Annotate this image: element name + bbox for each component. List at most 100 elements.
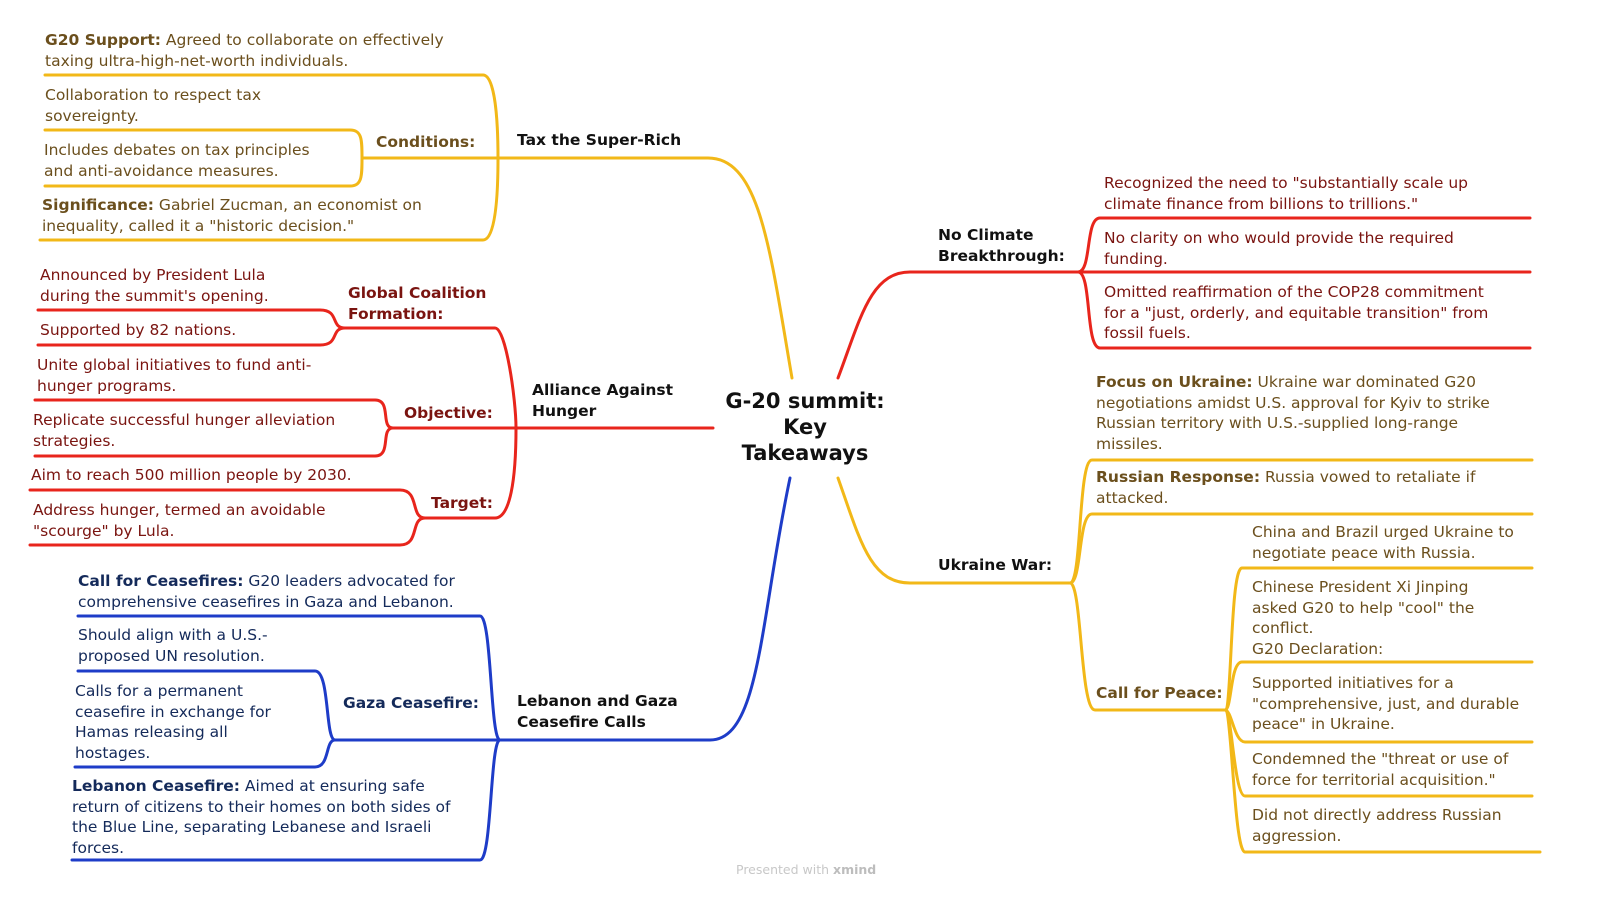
peace-2-line3: conflict. xyxy=(1252,619,1314,637)
ceasefire-call-label: Call for Ceasefires: xyxy=(78,572,244,590)
climate-3-line2: for a "just, orderly, and equitable tran… xyxy=(1104,303,1489,322)
climate-3-line3: fossil fuels. xyxy=(1104,324,1191,342)
peace-item-3[interactable]: Supported initiatives for a "comprehensi… xyxy=(1252,673,1519,735)
hunger-coalition-line2: Formation: xyxy=(348,304,444,323)
tax-condition-2[interactable]: Includes debates on tax principles and a… xyxy=(44,140,310,181)
climate-title-line1: No Climate xyxy=(938,226,1034,244)
gaza-1-line2: proposed UN resolution. xyxy=(78,646,265,665)
topic-ukraine-war[interactable]: Ukraine War: xyxy=(938,556,1053,574)
hunger-tgt-2-line1: Address hunger, termed an avoidable xyxy=(33,501,326,519)
climate-1-line1: Recognized the need to "substantially sc… xyxy=(1104,174,1469,192)
topic-ceasefire-calls[interactable]: Lebanon and Gaza Ceasefire Calls xyxy=(517,691,678,732)
peace-3-line2: "comprehensive, just, and durable xyxy=(1252,694,1520,713)
tax-g20-support[interactable]: G20 Support: Agreed to collaborate on ef… xyxy=(45,30,444,71)
topic-alliance-hunger[interactable]: Alliance Against Hunger xyxy=(532,380,673,421)
tax-condition-2-line2: and anti-avoidance measures. xyxy=(44,161,279,180)
peace-4-line1: Condemned the "threat or use of xyxy=(1252,750,1509,768)
ceasefire-branch-lines xyxy=(70,476,792,862)
peace-1-line2: negotiate peace with Russia. xyxy=(1252,543,1476,562)
hunger-obj-1-line2: hunger programs. xyxy=(37,376,177,395)
tax-g20-label: G20 Support: xyxy=(45,31,161,49)
ceasefire-call[interactable]: Call for Ceasefires: G20 leaders advocat… xyxy=(78,571,455,612)
climate-1-line2: climate finance from billions to trillio… xyxy=(1104,194,1419,213)
peace-item-2[interactable]: Chinese President Xi Jinping asked G20 t… xyxy=(1252,577,1474,659)
peace-2-line1: Chinese President Xi Jinping xyxy=(1252,578,1469,596)
footer-prefix: Presented with xyxy=(736,862,833,877)
tax-condition-1-line2: sovereignty. xyxy=(45,106,139,125)
hunger-obj-2-line1: Replicate successful hunger alleviation xyxy=(33,411,336,429)
ukraine-response-text-1: Russia vowed to retaliate if xyxy=(1260,468,1476,486)
central-topic[interactable]: G-20 summit: Key Takeaways xyxy=(722,388,888,466)
ukraine-russian-response[interactable]: Russian Response: Russia vowed to retali… xyxy=(1096,467,1475,508)
peace-2-line2: asked G20 to help "cool" the xyxy=(1252,598,1475,617)
peace-3-line1: Supported initiatives for a xyxy=(1252,674,1454,692)
hunger-target-1[interactable]: Aim to reach 500 million people by 2030. xyxy=(31,466,352,484)
climate-3-line1: Omitted reaffirmation of the COP28 commi… xyxy=(1104,283,1484,301)
lebanon-text-2: return of citizens to their homes on bot… xyxy=(72,797,451,816)
topic-no-climate-breakthrough[interactable]: No Climate Breakthrough: xyxy=(938,225,1065,266)
ukraine-response-text-2: attacked. xyxy=(1096,488,1169,507)
hunger-target-topic[interactable]: Target: xyxy=(431,494,493,512)
ukraine-call-for-peace-topic[interactable]: Call for Peace: xyxy=(1096,684,1223,702)
peace-5-line2: aggression. xyxy=(1252,826,1342,845)
hunger-objective-2[interactable]: Replicate successful hunger alleviation … xyxy=(33,410,335,451)
hunger-coalition-topic[interactable]: Global Coalition Formation: xyxy=(348,283,486,324)
ceasefire-title-line1: Lebanon and Gaza xyxy=(517,692,678,710)
peace-2-line4: G20 Declaration: xyxy=(1252,639,1384,658)
gaza-2-line2: ceasefire in exchange for xyxy=(75,702,271,721)
gaza-2-line4: hostages. xyxy=(75,743,151,762)
climate-item-2[interactable]: No clarity on who would provide the requ… xyxy=(1104,228,1454,269)
hunger-objective-1[interactable]: Unite global initiatives to fund anti- h… xyxy=(37,355,311,396)
gaza-1-line1: Should align with a U.S.- xyxy=(78,626,268,644)
lebanon-ceasefire[interactable]: Lebanon Ceasefire: Aimed at ensuring saf… xyxy=(72,776,450,858)
ukraine-focus[interactable]: Focus on Ukraine: Ukraine war dominated … xyxy=(1096,372,1490,454)
gaza-2-line1: Calls for a permanent xyxy=(75,682,243,700)
ukraine-focus-text-4: missiles. xyxy=(1096,434,1163,453)
peace-1-line1: China and Brazil urged Ukraine to xyxy=(1252,523,1514,541)
gaza-ceasefire-2[interactable]: Calls for a permanent ceasefire in excha… xyxy=(75,681,271,763)
gaza-ceasefire-topic[interactable]: Gaza Ceasefire: xyxy=(343,694,479,712)
topic-tax-super-rich[interactable]: Tax the Super-Rich xyxy=(517,131,682,149)
tax-conditions-topic[interactable]: Conditions: xyxy=(376,133,476,151)
peace-5-line1: Did not directly address Russian xyxy=(1252,806,1502,824)
ukraine-response-label: Russian Response: xyxy=(1096,468,1261,486)
hunger-coalition-1[interactable]: Announced by President Lula during the s… xyxy=(40,265,269,306)
hunger-title-line1: Alliance Against xyxy=(532,381,674,399)
peace-item-4[interactable]: Condemned the "threat or use of force fo… xyxy=(1252,749,1508,790)
tax-significance[interactable]: Significance: Gabriel Zucman, an economi… xyxy=(42,195,422,236)
hunger-target-2[interactable]: Address hunger, termed an avoidable "sco… xyxy=(33,500,326,541)
ukraine-focus-label: Focus on Ukraine: xyxy=(1096,373,1253,391)
hunger-tgt-2-line2: "scourge" by Lula. xyxy=(33,521,175,540)
ukraine-focus-text-1: Ukraine war dominated G20 xyxy=(1252,373,1476,391)
ukraine-focus-text-2: negotiations amidst U.S. approval for Ky… xyxy=(1096,393,1490,412)
presented-with-watermark: Presented with xmind xyxy=(736,862,876,877)
climate-2-line2: funding. xyxy=(1104,249,1168,268)
hunger-coal-1-line2: during the summit's opening. xyxy=(40,286,269,305)
lebanon-text-1: Aimed at ensuring safe xyxy=(240,777,425,795)
hunger-obj-2-line2: strategies. xyxy=(33,431,116,450)
tax-significance-text: Gabriel Zucman, an economist on xyxy=(154,196,422,214)
gaza-ceasefire-1[interactable]: Should align with a U.S.- proposed UN re… xyxy=(78,625,268,666)
gaza-2-line3: Hamas releasing all xyxy=(75,723,228,741)
ceasefire-call-text-2: comprehensive ceasefires in Gaza and Leb… xyxy=(78,592,454,611)
peace-item-5[interactable]: Did not directly address Russian aggress… xyxy=(1252,805,1502,846)
tax-condition-1[interactable]: Collaboration to respect tax sovereignty… xyxy=(45,85,261,126)
hunger-obj-1-line1: Unite global initiatives to fund anti- xyxy=(37,356,312,374)
hunger-coalition-2[interactable]: Supported by 82 nations. xyxy=(40,321,237,339)
ceasefire-call-text: G20 leaders advocated for xyxy=(243,572,455,590)
hunger-objective-topic[interactable]: Objective: xyxy=(404,404,493,422)
peace-item-1[interactable]: China and Brazil urged Ukraine to negoti… xyxy=(1252,522,1514,563)
central-topic-line: G-20 summit: Key Takeaways xyxy=(725,389,885,465)
climate-item-3[interactable]: Omitted reaffirmation of the COP28 commi… xyxy=(1104,282,1488,344)
hunger-title-line2: Hunger xyxy=(532,401,597,420)
hunger-branch-lines xyxy=(28,308,715,547)
tax-significance-label: Significance: xyxy=(42,196,154,214)
peace-3-line3: peace" in Ukraine. xyxy=(1252,715,1395,733)
climate-item-1[interactable]: Recognized the need to "substantially sc… xyxy=(1104,173,1468,214)
ukraine-branch-lines xyxy=(836,458,1542,854)
lebanon-text-3: the Blue Line, separating Lebanese and I… xyxy=(72,818,432,836)
climate-title-line2: Breakthrough: xyxy=(938,246,1065,265)
climate-2-line1: No clarity on who would provide the requ… xyxy=(1104,229,1454,247)
hunger-coal-1-line1: Announced by President Lula xyxy=(40,266,266,284)
climate-branch-lines xyxy=(836,216,1532,380)
